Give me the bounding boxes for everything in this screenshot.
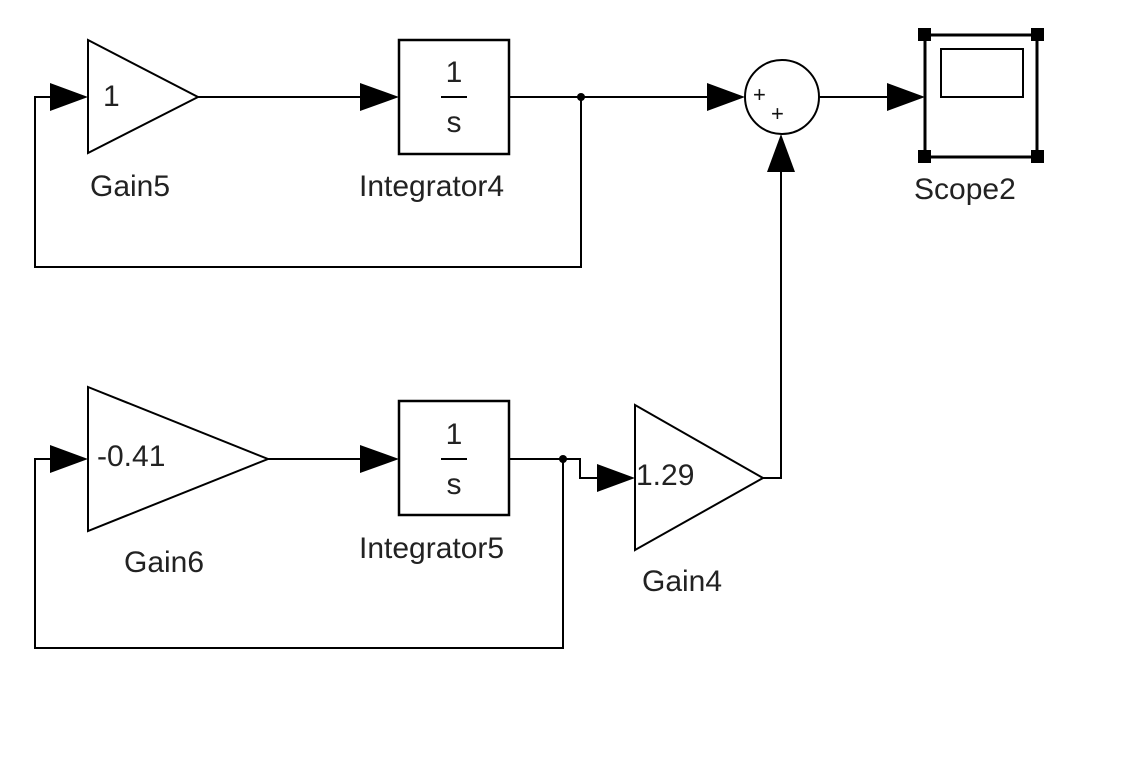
scope2-screen	[940, 48, 1024, 98]
gain5-label: Gain5	[90, 170, 171, 203]
wire-gain4-to-sum	[763, 160, 782, 479]
gain5-value: 1	[103, 80, 120, 113]
integrator4-numerator: 1	[445, 56, 463, 89]
gain5-block[interactable]	[87, 38, 201, 155]
sum-sign-2: +	[771, 101, 784, 126]
scope2-handle-tr	[1031, 28, 1044, 41]
arrow-gain5-in	[50, 83, 88, 111]
scope2-handle-br	[1031, 150, 1044, 163]
arrow-gain6-in	[50, 445, 88, 473]
scope2-label: Scope2	[914, 173, 1016, 206]
arrow-scope-in	[887, 83, 925, 111]
arrow-integrator4-in	[360, 83, 399, 111]
arrow-gain4-in	[597, 464, 635, 492]
arrow-sum-in2	[767, 134, 795, 172]
integrator5-label: Integrator5	[359, 532, 505, 565]
arrow-integrator5-in	[360, 445, 399, 473]
integrator5-denominator: s	[446, 468, 462, 501]
wire-feedback-bottom	[34, 458, 564, 649]
gain4-block[interactable]	[634, 403, 766, 552]
wire-integrator5-to-gain4	[509, 458, 610, 479]
integrator4-label: Integrator4	[359, 170, 505, 203]
arrow-sum-in1	[707, 83, 745, 111]
wire-feedback-top	[34, 96, 582, 268]
integrator5-numerator: 1	[445, 418, 463, 451]
gain4-label: Gain4	[642, 565, 723, 598]
gain6-label: Gain6	[124, 546, 205, 579]
gain4-value: 1.29	[636, 459, 695, 492]
gain6-value: -0.41	[97, 440, 166, 473]
sum-sign-1: +	[753, 82, 766, 107]
integrator4-denominator: s	[446, 106, 462, 139]
scope2-handle-bl	[918, 150, 931, 163]
scope2-handle-tl	[918, 28, 931, 41]
